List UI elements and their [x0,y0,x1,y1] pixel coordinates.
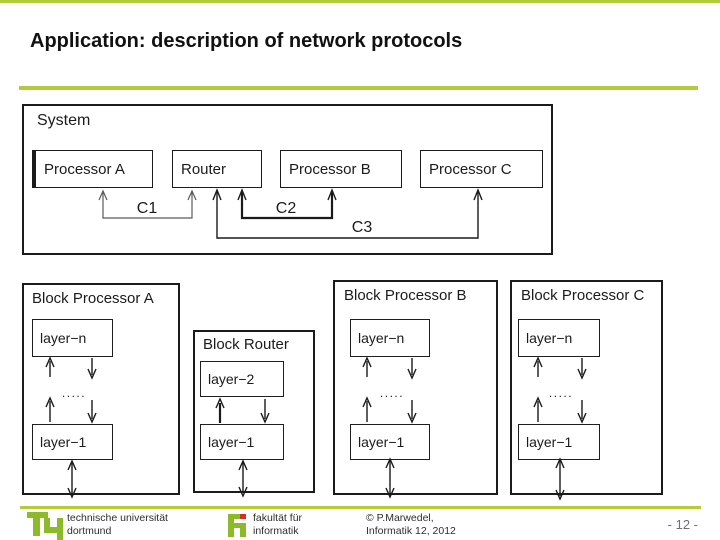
block-processor-b-title: Block Processor B [344,287,467,304]
node-router: Router [172,150,262,188]
layer-ellipsis-a: ..... [61,386,87,400]
block-processor-a-title: Block Processor A [32,290,154,307]
layer-box-router-top: layer−2 [200,361,284,397]
tu-dortmund-logo-icon [27,512,63,540]
block-processor-b-box [333,280,498,495]
footer-copyright-line1: © P.Marwedel, [366,512,434,524]
channel-label-c3: C3 [351,219,373,236]
footer-copyright-text: © P.Marwedel, Informatik 12, 2012 [366,512,456,537]
layer-box-b-top: layer−n [350,319,430,357]
node-processor-c: Processor C [420,150,543,188]
channel-label-c1: C1 [136,200,158,217]
node-processor-a: Processor A [32,150,153,188]
page-number: - 12 - [667,517,698,532]
footer-copyright-line2: Informatik 12, 2012 [366,524,456,537]
block-router-title: Block Router [203,336,289,353]
layer-ellipsis-c: ..... [548,386,574,400]
footer-university-line1: technische universität [67,512,168,524]
layer-box-router-bottom: layer−1 [200,424,284,460]
footer-faculty-line1: fakultät für [253,512,303,524]
footer-university-text: technische universität dortmund [67,512,168,537]
layer-box-a-top: layer−n [32,319,113,357]
title-underline [19,86,698,90]
channel-label-c2: C2 [275,200,297,217]
footer-university-line2: dortmund [67,524,112,537]
system-label: System [37,112,91,129]
fakultaet-informatik-logo-icon [228,514,246,537]
footer-accent-line [20,506,701,509]
block-router-box [193,330,315,493]
page-title: Application: description of network prot… [30,30,463,52]
footer-faculty-text: fakultät für informatik [253,512,302,537]
block-processor-a-box [22,283,180,495]
layer-box-c-top: layer−n [518,319,600,357]
fi-logo-red-dot [240,514,246,519]
block-processor-c-title: Block Processor C [521,287,645,304]
block-processor-c-box [510,280,663,495]
layer-box-a-bottom: layer−1 [32,424,113,460]
layer-ellipsis-b: ..... [379,386,405,400]
layer-box-c-bottom: layer−1 [518,424,600,460]
top-accent-bar [0,0,720,3]
layer-box-b-bottom: layer−1 [350,424,430,460]
footer-faculty-line2: informatik [253,524,299,537]
node-processor-b: Processor B [280,150,402,188]
